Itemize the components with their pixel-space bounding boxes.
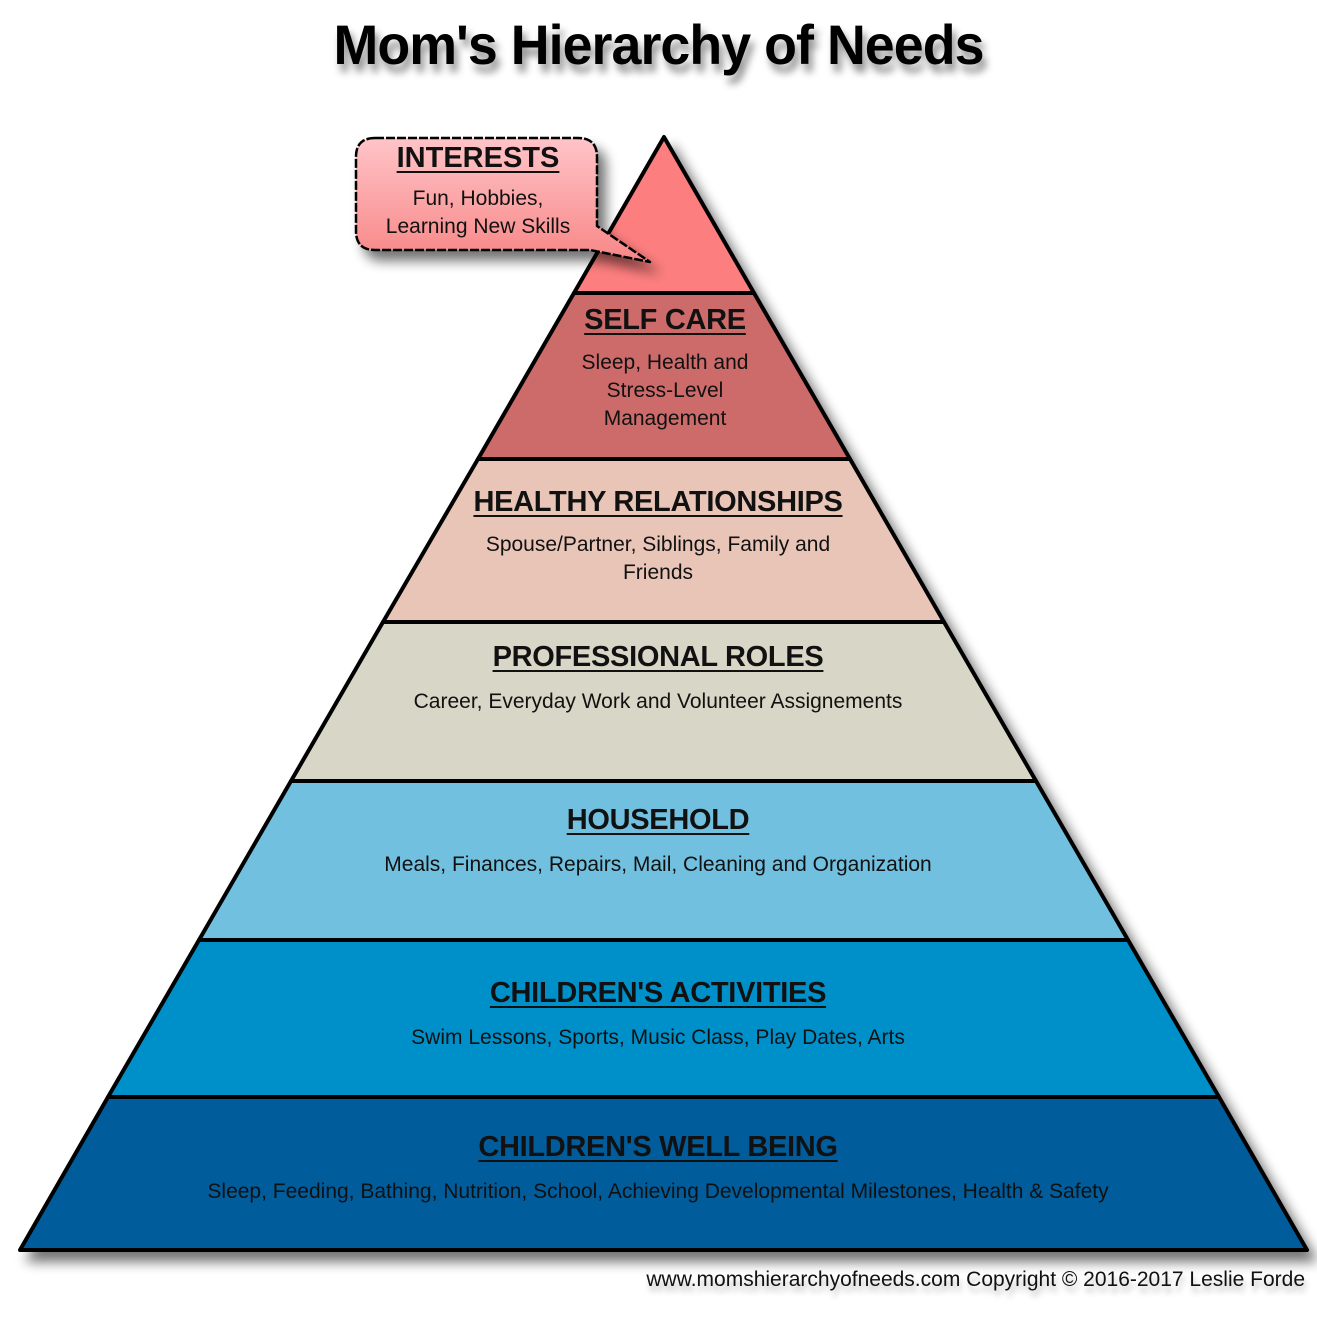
layer-label-household: HOUSEHOLD Meals, Finances, Repairs, Mail…: [308, 804, 1008, 879]
self-care-desc-line-3: Management: [603, 407, 727, 430]
layer-interests: [572, 135, 756, 295]
layer-label-childrens-activities: CHILDREN'S ACTIVITIES Swim Lessons, Spor…: [258, 977, 1058, 1052]
professional-roles-desc: Career, Everyday Work and Volunteer Assi…: [413, 690, 903, 713]
layer-label-childrens-well-being: CHILDREN'S WELL BEING Sleep, Feeding, Ba…: [108, 1131, 1208, 1206]
self-care-desc-line-1: Sleep, Health and: [581, 351, 749, 374]
household-desc: Meals, Finances, Repairs, Mail, Cleaning…: [384, 853, 932, 876]
childrens-well-being-heading: CHILDREN'S WELL BEING: [478, 1131, 838, 1163]
healthy-relationships-heading: HEALTHY RELATIONSHIPS: [473, 486, 843, 518]
self-care-desc-line-2: Stress-Level: [606, 379, 724, 402]
interests-callout-bubble: [354, 136, 652, 264]
layer-label-self-care: SELF CARE Sleep, Health and Stress-Level…: [465, 304, 865, 433]
copyright-footer: www.momshierarchyofneeds.com Copyright ©…: [646, 1268, 1305, 1291]
layer-label-healthy-relationships: HEALTHY RELATIONSHIPS Spouse/Partner, Si…: [408, 486, 908, 587]
professional-roles-heading: PROFESSIONAL ROLES: [492, 641, 824, 673]
healthy-relationships-desc-line-1: Spouse/Partner, Siblings, Family and: [485, 533, 831, 556]
layer-label-professional-roles: PROFESSIONAL ROLES Career, Everyday Work…: [358, 641, 958, 716]
page-title: Mom's Hierarchy of Needs: [333, 13, 984, 76]
self-care-heading: SELF CARE: [584, 304, 746, 336]
layer-childrens-well-being: [18, 1095, 1309, 1252]
household-heading: HOUSEHOLD: [566, 804, 750, 836]
childrens-well-being-desc: Sleep, Feeding, Bathing, Nutrition, Scho…: [207, 1180, 1109, 1203]
interests-description-line-2: Learning New Skills: [385, 215, 571, 238]
childrens-activities-desc: Swim Lessons, Sports, Music Class, Play …: [411, 1026, 905, 1049]
childrens-activities-heading: CHILDREN'S ACTIVITIES: [489, 977, 827, 1009]
interests-description-line-1: Fun, Hobbies,: [412, 187, 544, 210]
interests-heading: INTERESTS: [396, 142, 560, 174]
pyramid-shape: [18, 135, 1309, 1252]
healthy-relationships-desc-line-2: Friends: [622, 561, 694, 584]
interests-callout: INTERESTS Fun, Hobbies, Learning New Ski…: [358, 142, 598, 241]
